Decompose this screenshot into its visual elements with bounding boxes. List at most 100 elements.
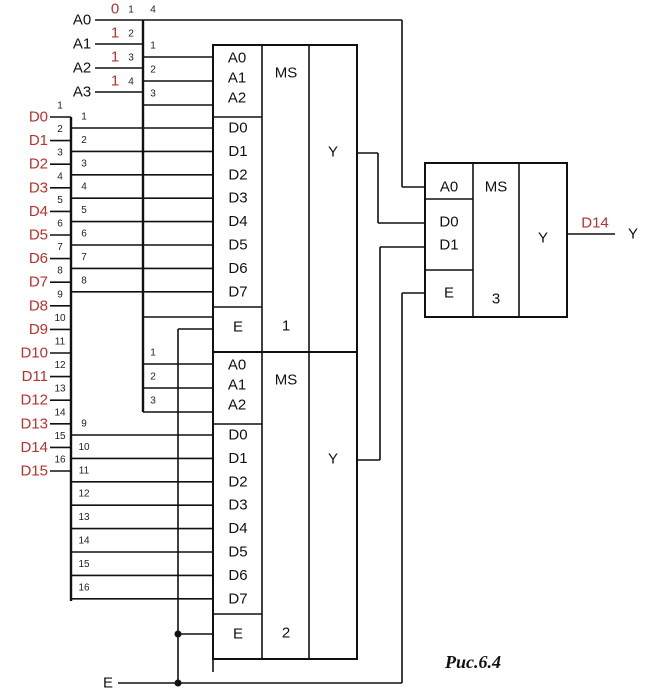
mux3-enable-label: E [444,285,454,302]
mux2-number: 2 [282,625,290,642]
address-pin-number-0: 1 [128,5,134,16]
mux1-address-label-a2: A2 [228,90,246,107]
data-input-pin-5: 5 [57,195,63,206]
data-input-pin-16: 16 [54,455,66,466]
data-input-label-d11: D11 [22,368,48,385]
address-bit-value-0: 0 [111,1,119,18]
mux1-address-pin-3: 3 [150,89,156,100]
data-input-pin-11: 11 [55,337,66,348]
data-input-label-d7: D7 [29,274,48,291]
data-input-pin-12: 12 [54,360,66,371]
output-value-label: D14 [581,215,609,232]
data-input-label-d0: D0 [29,109,48,126]
mux1-data-pin-8: 8 [81,275,87,286]
mux1-data-pin-1: 1 [81,112,87,123]
address-input-label-a3: A3 [73,84,91,101]
mux1-data-label-d4: D4 [228,213,247,230]
mux1-data-label-d1: D1 [228,143,247,160]
mux2-data-label-d6: D6 [228,567,247,584]
data-input-pin-4: 4 [57,171,63,182]
data-input-label-d13: D13 [20,415,48,432]
junction-dot [174,679,182,687]
mux1-data-pin-5: 5 [81,205,87,216]
data-input-pin-1: 1 [57,101,63,112]
junction-dot [174,630,182,638]
data-input-pin-14: 14 [54,407,66,418]
enable-input-label: E [103,675,113,692]
address-input-label-a1: A1 [73,36,91,53]
mux2-data-pin-9: 9 [81,419,87,430]
mux1-data-label-d6: D6 [228,260,247,277]
address-bit-value-3: 1 [111,73,119,90]
address-pin-number-2: 3 [128,53,134,64]
mux2-data-pin-14: 14 [78,536,90,547]
mux1-type-label: MS [275,65,298,82]
mux2-output-label: Y [328,451,338,468]
mux3-output-label: Y [538,230,548,247]
data-input-label-d14: D14 [20,439,48,456]
mux3-number: 3 [492,291,500,308]
mux1-data-pin-7: 7 [81,252,87,263]
mux3-address-label-a0: A0 [440,179,458,196]
data-input-pin-13: 13 [54,384,66,395]
mux1-data-label-d3: D3 [228,190,247,207]
data-input-label-d2: D2 [29,156,48,173]
data-input-pin-8: 8 [57,266,63,277]
mux2-data-pin-16: 16 [78,582,90,593]
mux3-data-label-d0: D0 [439,214,458,231]
mux2-data-pin-13: 13 [78,512,90,523]
address-pin-number-1: 2 [128,29,134,40]
mux2-address-label-a1: A1 [228,377,246,394]
mux2-data-label-d4: D4 [228,520,247,537]
mux3-box [424,162,568,318]
output-label: Y [628,226,638,243]
mux2-data-label-d0: D0 [228,427,247,444]
data-input-pin-2: 2 [57,124,63,135]
data-input-pin-7: 7 [57,242,63,253]
data-input-pin-9: 9 [57,289,63,300]
mux2-address-pin-1: 1 [150,348,156,359]
mux1-data-label-d2: D2 [228,166,247,183]
mux2-address-pin-2: 2 [150,372,156,383]
a0-pin-number: 4 [150,5,156,16]
data-input-label-d8: D8 [29,297,48,314]
mux1-number: 1 [282,318,290,335]
address-bit-value-1: 1 [111,25,119,42]
mux1-output-label: Y [328,144,338,161]
mux2-data-pin-11: 11 [79,465,90,476]
mux1-data-label-d5: D5 [228,237,247,254]
data-input-label-d10: D10 [20,345,48,362]
address-pin-number-3: 4 [128,77,134,88]
mux1-data-pin-6: 6 [81,229,87,240]
mux2-data-label-d5: D5 [228,544,247,561]
data-input-pin-10: 10 [54,313,66,324]
data-input-pin-15: 15 [54,431,66,442]
mux1-address-pin-2: 2 [150,65,156,76]
mux1-data-pin-3: 3 [81,158,87,169]
mux1-enable-label: E [233,319,243,336]
data-input-pin-6: 6 [57,219,63,230]
mux1-data-pin-4: 4 [81,182,87,193]
figure-caption: Рис.6.4 [444,652,501,672]
mux2-data-label-d1: D1 [228,450,247,467]
mux2-data-pin-15: 15 [78,559,90,570]
mux2-data-label-d7: D7 [228,590,247,607]
mux1-data-label-d7: D7 [228,283,247,300]
mux2-data-label-d2: D2 [228,473,247,490]
data-input-label-d9: D9 [29,321,48,338]
data-input-label-d3: D3 [29,179,48,196]
mux2-data-pin-12: 12 [78,489,90,500]
data-input-label-d12: D12 [20,392,48,409]
address-bit-value-2: 1 [111,49,119,66]
mux1-address-pin-1: 1 [150,41,156,52]
mux1-data-pin-2: 2 [81,135,87,146]
mux2-address-pin-3: 3 [150,396,156,407]
mux3-data-label-d1: D1 [439,237,458,254]
mux1-address-label-a0: A0 [228,50,246,67]
mux1-address-label-a1: A1 [228,70,246,87]
mux2-enable-label: E [233,626,243,643]
address-input-label-a0: A0 [73,12,91,29]
address-input-label-a2: A2 [73,60,91,77]
mux2-data-pin-10: 10 [78,442,90,453]
